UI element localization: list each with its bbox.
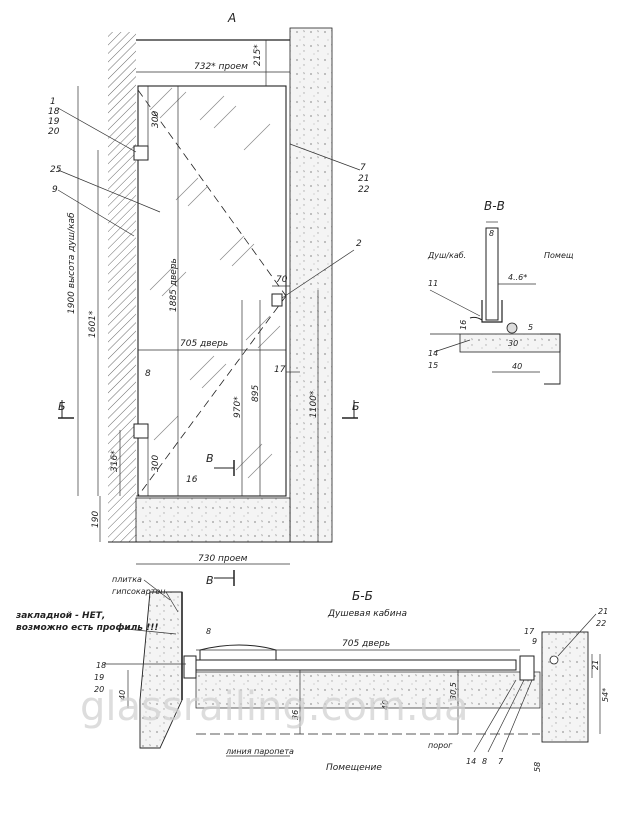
vv-dim-profile: 30 bbox=[508, 339, 518, 348]
bb-callout-21: 21 bbox=[598, 607, 608, 616]
right-wall bbox=[289, 27, 333, 543]
callout-20: 20 bbox=[48, 127, 60, 137]
section-b-right: Б bbox=[352, 400, 360, 413]
dim-door-height: 1885 дверь bbox=[169, 258, 179, 312]
bb-callout-18: 18 bbox=[96, 661, 106, 670]
front-view-title: А bbox=[227, 11, 236, 25]
dim-opening-top: 732* проем bbox=[194, 62, 248, 72]
section-bb: Б-Б Душевая кабина плитка гипсокартон за… bbox=[15, 575, 610, 773]
bb-dim-floor-left: 36 bbox=[291, 710, 300, 720]
bb-left-profile bbox=[183, 655, 197, 679]
bb-right-profile bbox=[519, 655, 535, 681]
callout-9: 9 bbox=[52, 185, 58, 195]
bb-threshold: порог bbox=[428, 741, 453, 750]
bb-hinge bbox=[199, 644, 277, 660]
left-wall bbox=[108, 32, 136, 542]
dim-hinge-top: 300 bbox=[151, 111, 161, 128]
dim-gap-left: 8 bbox=[145, 369, 151, 379]
bb-room: Помещение bbox=[326, 763, 382, 773]
bb-dim-wall-mid: 40 bbox=[381, 700, 390, 710]
vv-seal bbox=[506, 322, 518, 334]
section-v-top: В bbox=[206, 452, 214, 465]
vv-dim-gap: 4..6* bbox=[508, 273, 527, 282]
vv-label-left: Душ/каб. bbox=[427, 251, 466, 260]
dim-right-height: 1100* bbox=[309, 390, 319, 418]
dim-hinge-bottom: 300 bbox=[151, 455, 161, 472]
bb-callout-7: 7 bbox=[498, 757, 504, 766]
bb-dim-right-h1: 21 bbox=[591, 660, 600, 670]
section-bb-title: Б-Б bbox=[352, 589, 373, 603]
vv-callout-14: 14 bbox=[428, 349, 438, 358]
bb-floor-line: линия паропета bbox=[225, 747, 294, 756]
bb-dim-gap-right1: 17 bbox=[524, 627, 535, 636]
callout-21: 21 bbox=[358, 174, 369, 184]
bb-note-line2: возможно есть профиль !!! bbox=[16, 623, 158, 633]
vv-seal-profile bbox=[481, 300, 503, 323]
dim-handle-height2: 895 bbox=[251, 385, 261, 402]
bb-dim-floor-mid: 30,5 bbox=[449, 682, 458, 700]
bb-dim-door-width: 705 дверь bbox=[342, 639, 390, 649]
dim-shower-height: 1900 высота душ/каб bbox=[67, 212, 77, 314]
dim-bottom-offset: 316* bbox=[110, 450, 120, 472]
vv-callout-15: 15 bbox=[428, 361, 438, 370]
callout-18: 18 bbox=[48, 107, 60, 117]
door-glass bbox=[137, 85, 287, 497]
bb-callout-14: 14 bbox=[466, 757, 476, 766]
vv-dim-seal: 16 bbox=[459, 320, 468, 330]
bb-callout-8: 8 bbox=[482, 757, 487, 766]
bb-note-line1: закладной - НЕТ, bbox=[15, 611, 105, 621]
watermark: glassrailing.com.ua bbox=[80, 684, 468, 730]
top-hinge bbox=[133, 145, 149, 161]
section-vv-title: В-В bbox=[484, 199, 505, 213]
dim-left-height: 1601* bbox=[88, 310, 98, 338]
bb-dim-right-off: 58 bbox=[533, 762, 542, 772]
dim-base-height: 190 bbox=[91, 511, 101, 528]
bb-floor bbox=[195, 671, 541, 709]
bb-label-drywall: гипсокартон bbox=[112, 587, 166, 596]
dim-door-width: 705 дверь bbox=[180, 339, 228, 349]
vv-glass bbox=[485, 227, 499, 321]
dim-gap-right: 17 bbox=[274, 365, 286, 375]
dim-handle-height: 970* bbox=[233, 396, 243, 418]
door-handle bbox=[271, 293, 283, 307]
callout-19: 19 bbox=[48, 117, 60, 127]
callout-25: 25 bbox=[50, 165, 62, 175]
front-view: А 732* проем 215* bbox=[48, 11, 370, 587]
bb-dim-wall-left: 40 bbox=[118, 690, 127, 700]
callout-22: 22 bbox=[358, 185, 370, 195]
bb-door-glass bbox=[195, 659, 517, 671]
bb-right-wall bbox=[541, 631, 589, 743]
dim-opening-bottom: 730 проем bbox=[198, 554, 248, 564]
dim-handle-offset: 70 bbox=[276, 275, 288, 285]
bb-dim-right-h2: 54* bbox=[601, 688, 610, 702]
bb-callout-22: 22 bbox=[596, 619, 606, 628]
bb-callout-19: 19 bbox=[94, 673, 104, 682]
bb-dim-gap-right2: 9 bbox=[532, 637, 537, 646]
callout-1: 1 bbox=[50, 97, 56, 107]
floor-base bbox=[135, 497, 291, 543]
section-b-left: Б bbox=[58, 400, 66, 413]
vv-dim-base: 40 bbox=[512, 362, 522, 371]
bb-callout-20: 20 bbox=[94, 685, 104, 694]
callout-7: 7 bbox=[360, 163, 366, 173]
vv-label-right: Помещ bbox=[544, 251, 574, 260]
bb-label-tile: плитка bbox=[112, 575, 142, 584]
section-v-bottom: В bbox=[206, 574, 214, 587]
dim-threshold-gap: 16 bbox=[186, 475, 198, 485]
vv-dim-sill: 5 bbox=[528, 323, 533, 332]
vv-dim-glass: 8 bbox=[489, 229, 494, 238]
dim-top-gap: 215* bbox=[253, 44, 263, 66]
section-vv: В-В 8 4..6* 16 5 30 40 Душ/каб. Помещ 11… bbox=[427, 199, 574, 385]
section-bb-subtitle: Душевая кабина bbox=[327, 609, 407, 619]
bottom-hinge bbox=[133, 423, 149, 439]
vv-callout-11: 11 bbox=[428, 279, 438, 288]
bb-dim-gap-left: 8 bbox=[206, 627, 211, 636]
callout-2: 2 bbox=[356, 239, 362, 249]
